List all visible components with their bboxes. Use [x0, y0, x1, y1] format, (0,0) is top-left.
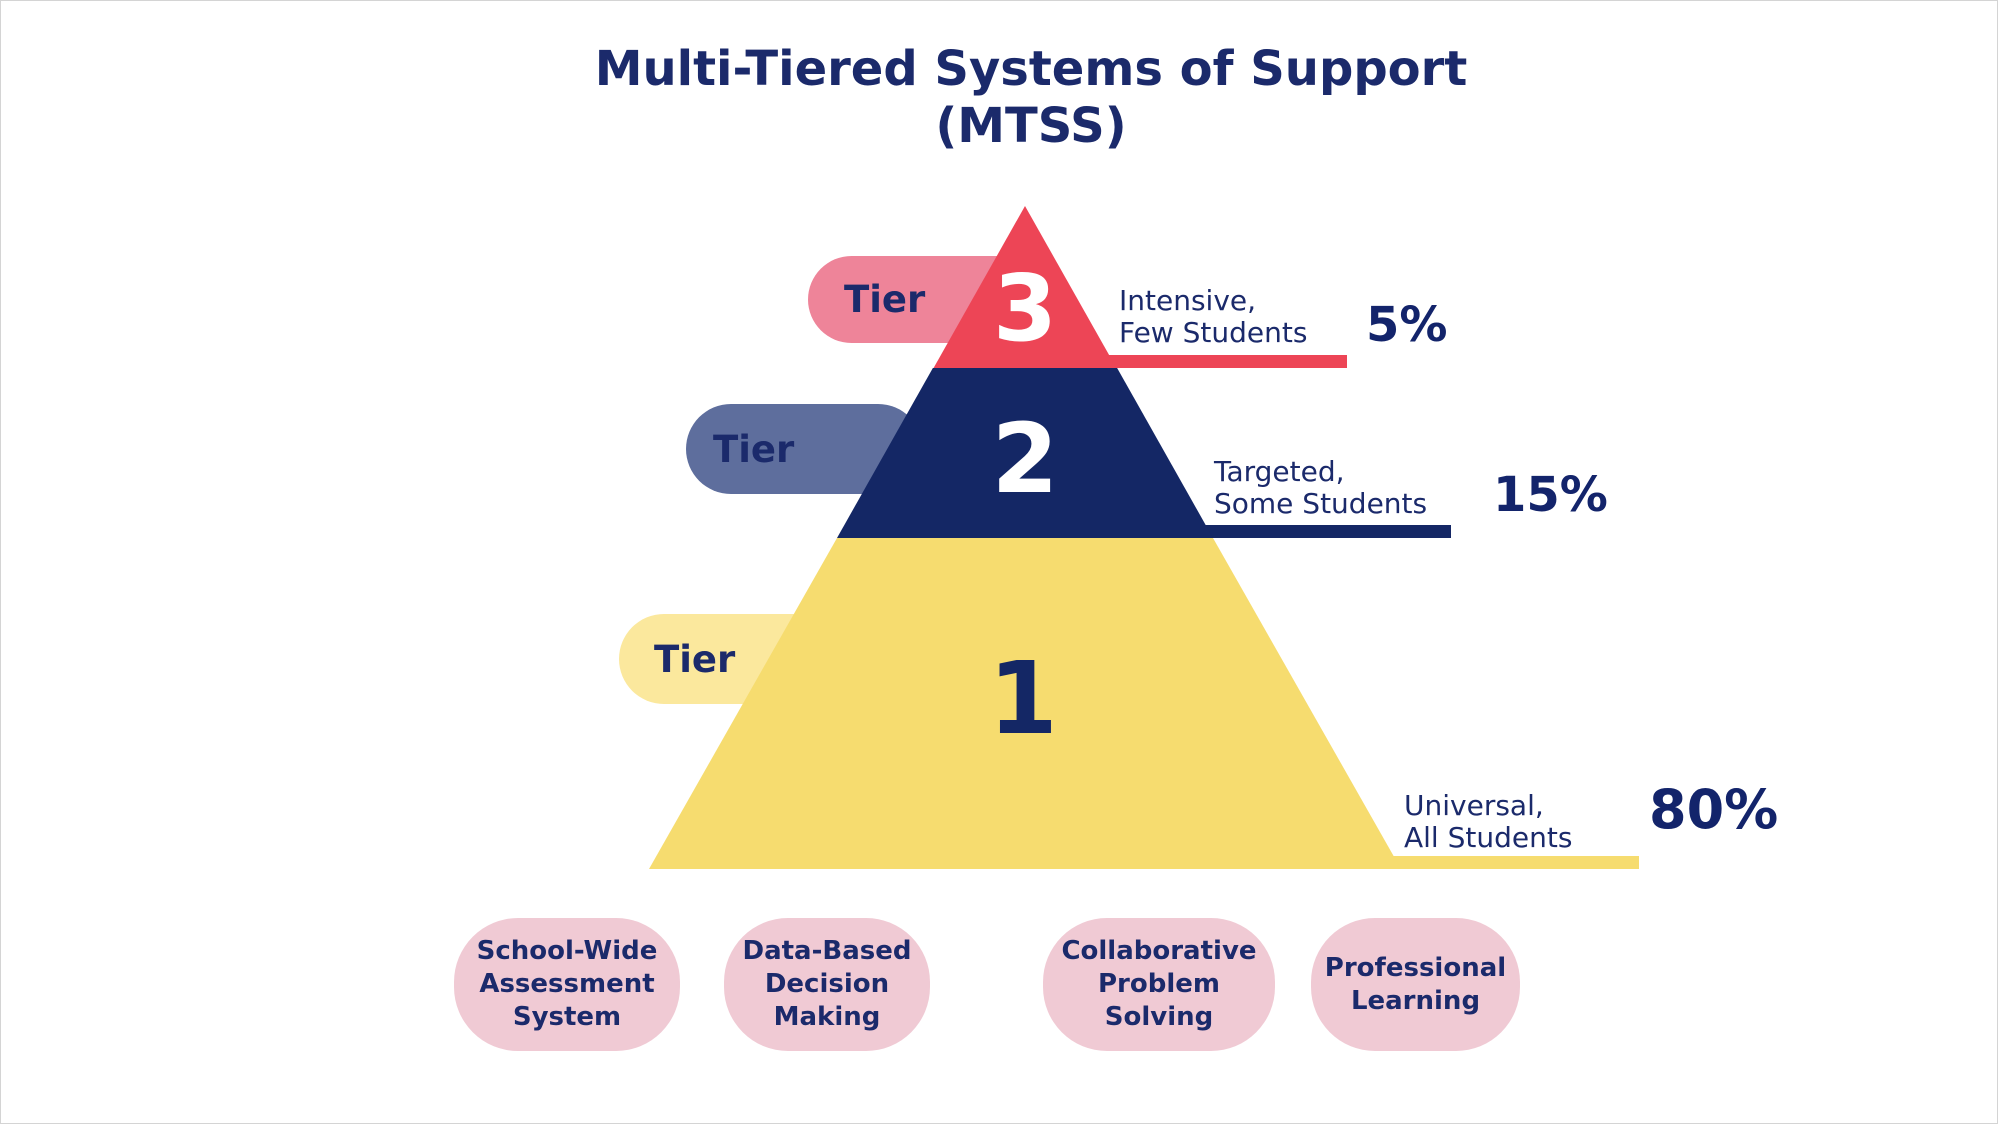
tier3-description-line1: Intensive,	[1119, 284, 1257, 317]
footer-box-line: System	[512, 1002, 622, 1032]
tier2-underline-bar	[1161, 525, 1451, 538]
tier1-number: 1	[988, 640, 1058, 757]
footer-box-line: Solving	[1104, 1002, 1214, 1032]
tier1-underline-bar	[1321, 856, 1639, 869]
footer-box-line: Collaborative	[1061, 936, 1257, 966]
footer-box-data-based-decision-making: Data-Based Decision Making	[724, 918, 930, 1051]
tier1-pill-label: Tier	[654, 637, 736, 681]
footer-box-line: Professional	[1324, 952, 1507, 983]
footer-box-collaborative-problem-solving: Collaborative Problem Solving	[1043, 918, 1275, 1051]
footer-box-line: Decision	[764, 969, 890, 999]
footer-box-school-wide-assessment-system: School-Wide Assessment System	[454, 918, 680, 1051]
tier3-description: Intensive, Few Students	[1119, 285, 1307, 349]
tier1-description-line1: Universal,	[1404, 789, 1544, 822]
tier3-pill-label: Tier	[844, 278, 926, 321]
footer-box-line: Making	[773, 1002, 881, 1032]
tier2-description-line2: Some Students	[1214, 487, 1428, 520]
tier3-percent: 5%	[1366, 297, 1448, 353]
footer-box-line: Assessment	[479, 969, 655, 999]
tier3-number: 3	[992, 255, 1057, 362]
tier1-description: Universal, All Students	[1404, 790, 1572, 854]
tier3-description-line2: Few Students	[1119, 316, 1308, 349]
page-title: Multi-Tiered Systems of Support (MTSS)	[401, 41, 1661, 155]
tier2-number: 2	[991, 403, 1059, 515]
tier2-description-line1: Targeted,	[1214, 455, 1345, 488]
tier1-percent: 80%	[1649, 778, 1779, 841]
tier3-underline-bar	[1041, 355, 1347, 368]
footer-box-line: Learning	[1350, 985, 1481, 1016]
footer-box-professional-learning: Professional Learning	[1311, 918, 1520, 1051]
tier2-description: Targeted, Some Students	[1214, 456, 1427, 520]
footer-box-line: School-Wide	[476, 936, 658, 966]
tier2-percent: 15%	[1493, 467, 1608, 523]
footer-box-line: Problem	[1098, 969, 1220, 999]
page-title-line1: Multi-Tiered Systems of Support	[594, 41, 1468, 97]
footer-box-line: Data-Based	[742, 936, 912, 966]
tier2-pill-label: Tier	[713, 427, 795, 471]
page-title-line2: (MTSS)	[935, 98, 1127, 154]
tier1-description-line2: All Students	[1404, 821, 1573, 854]
